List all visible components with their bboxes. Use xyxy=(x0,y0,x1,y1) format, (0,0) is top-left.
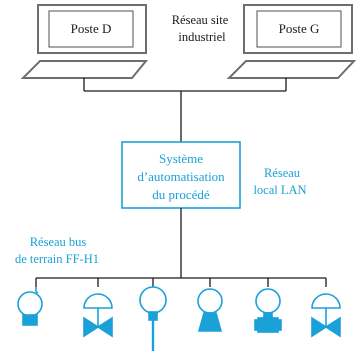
monitor-screen-icon xyxy=(48,10,134,48)
automation-label-line3: du procédé xyxy=(152,187,210,202)
site-network-lines xyxy=(83,78,287,142)
fieldbus-label-line2: de terrain FF-H1 xyxy=(15,252,99,266)
computer-label-poste-d: Poste D xyxy=(71,21,112,36)
device-transmitter-icon xyxy=(17,287,43,326)
device-valve-icon xyxy=(311,293,341,338)
automation-label-line1: Système xyxy=(159,151,203,166)
device-level-transmitter-icon xyxy=(197,288,223,332)
computer-label-poste-g: Poste G xyxy=(279,21,320,36)
lan-label-line2: local LAN xyxy=(253,183,306,197)
fieldbus-lines xyxy=(35,208,327,287)
site-network-label-line2: industriel xyxy=(178,30,226,44)
site-network-label-line1: Réseau site xyxy=(172,13,229,27)
automation-label-line2: d’automatisation xyxy=(137,169,225,184)
computer-poste-d: Poste D xyxy=(20,4,149,79)
device-valve-icon xyxy=(83,293,113,338)
monitor-screen-icon xyxy=(256,10,342,48)
fieldbus-label-line1: Réseau bus xyxy=(30,235,87,249)
keyboard-icon xyxy=(20,60,149,79)
device-probe-icon xyxy=(139,286,167,351)
automation-system-box xyxy=(121,141,241,209)
device-flow-meter-icon xyxy=(254,288,282,333)
lan-label-line1: Réseau xyxy=(264,166,301,180)
computer-poste-g: Poste G xyxy=(226,4,357,79)
keyboard-icon xyxy=(226,60,357,79)
